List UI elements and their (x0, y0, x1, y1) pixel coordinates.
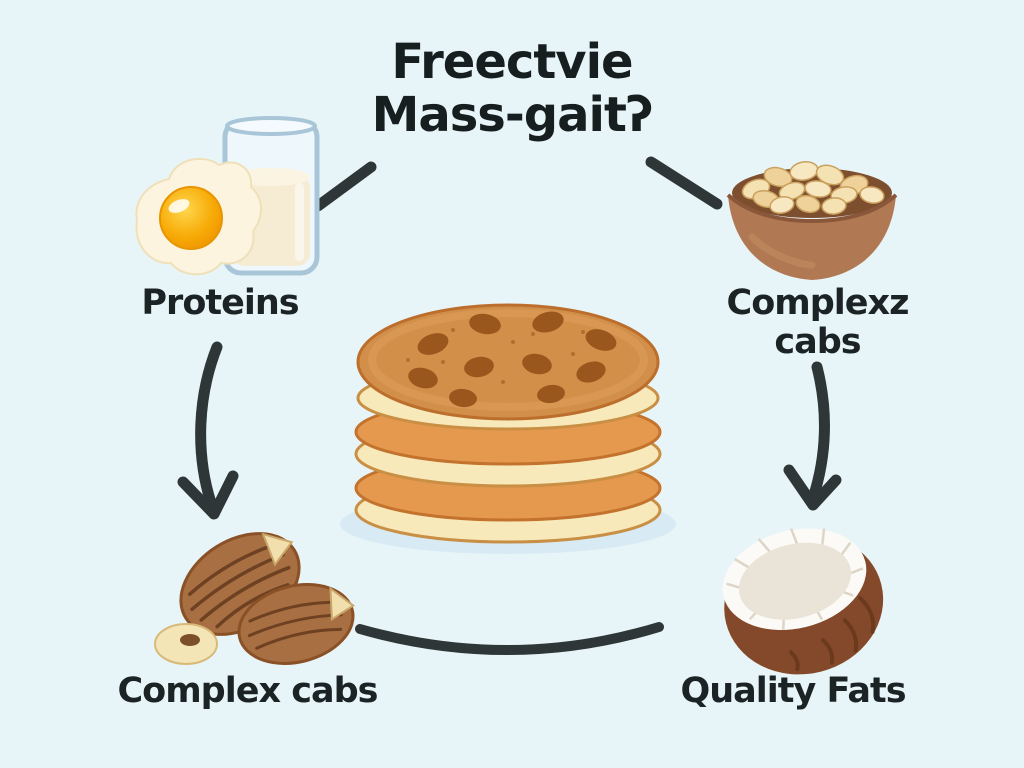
connector-almonds-to-coconut (355, 622, 664, 655)
page-title-line1: Freectvie (391, 34, 633, 90)
shelled-nut-icon (154, 623, 218, 665)
egg-and-milk-illustration (135, 116, 320, 276)
oats-bowl-icon (726, 161, 898, 280)
page-title-line2: Mass-gaitʔ (371, 86, 654, 143)
oats-bowl-illustration (726, 161, 898, 280)
fried-egg-icon (135, 157, 262, 276)
pancake-stack-icon (354, 303, 662, 544)
label-proteins: Proteins (141, 283, 299, 323)
label-complex-carbs-top-line1: Complexz (726, 283, 910, 323)
page-title: Freectvie Mass-gaitʔ (371, 34, 654, 143)
label-complex-carbs-bottom: Complex cabs (117, 671, 378, 711)
label-complex-carbs-top-line2: cabs (774, 322, 861, 363)
pancake-stack-illustration (340, 303, 676, 554)
pancake-speckles (406, 328, 585, 384)
label-quality-fats: Quality Fats (680, 671, 906, 711)
almonds-icon (154, 532, 356, 665)
arrow-proteins-to-almonds-shaft (195, 341, 223, 509)
pancake-spots (408, 311, 617, 408)
arrow-proteins-to-almonds-head (177, 470, 239, 520)
connector-title-to-carbs (645, 156, 723, 210)
coconut-icon (722, 528, 884, 675)
label-complex-carbs-top: Complexz cabs (715, 283, 920, 363)
almonds-illustration (154, 532, 356, 665)
arrow-carbs-to-coconut-shaft (807, 361, 830, 504)
arrow-carbs-to-coconut-head (783, 464, 842, 511)
coconut-illustration (722, 528, 884, 675)
connector-title-to-proteins (312, 161, 377, 212)
